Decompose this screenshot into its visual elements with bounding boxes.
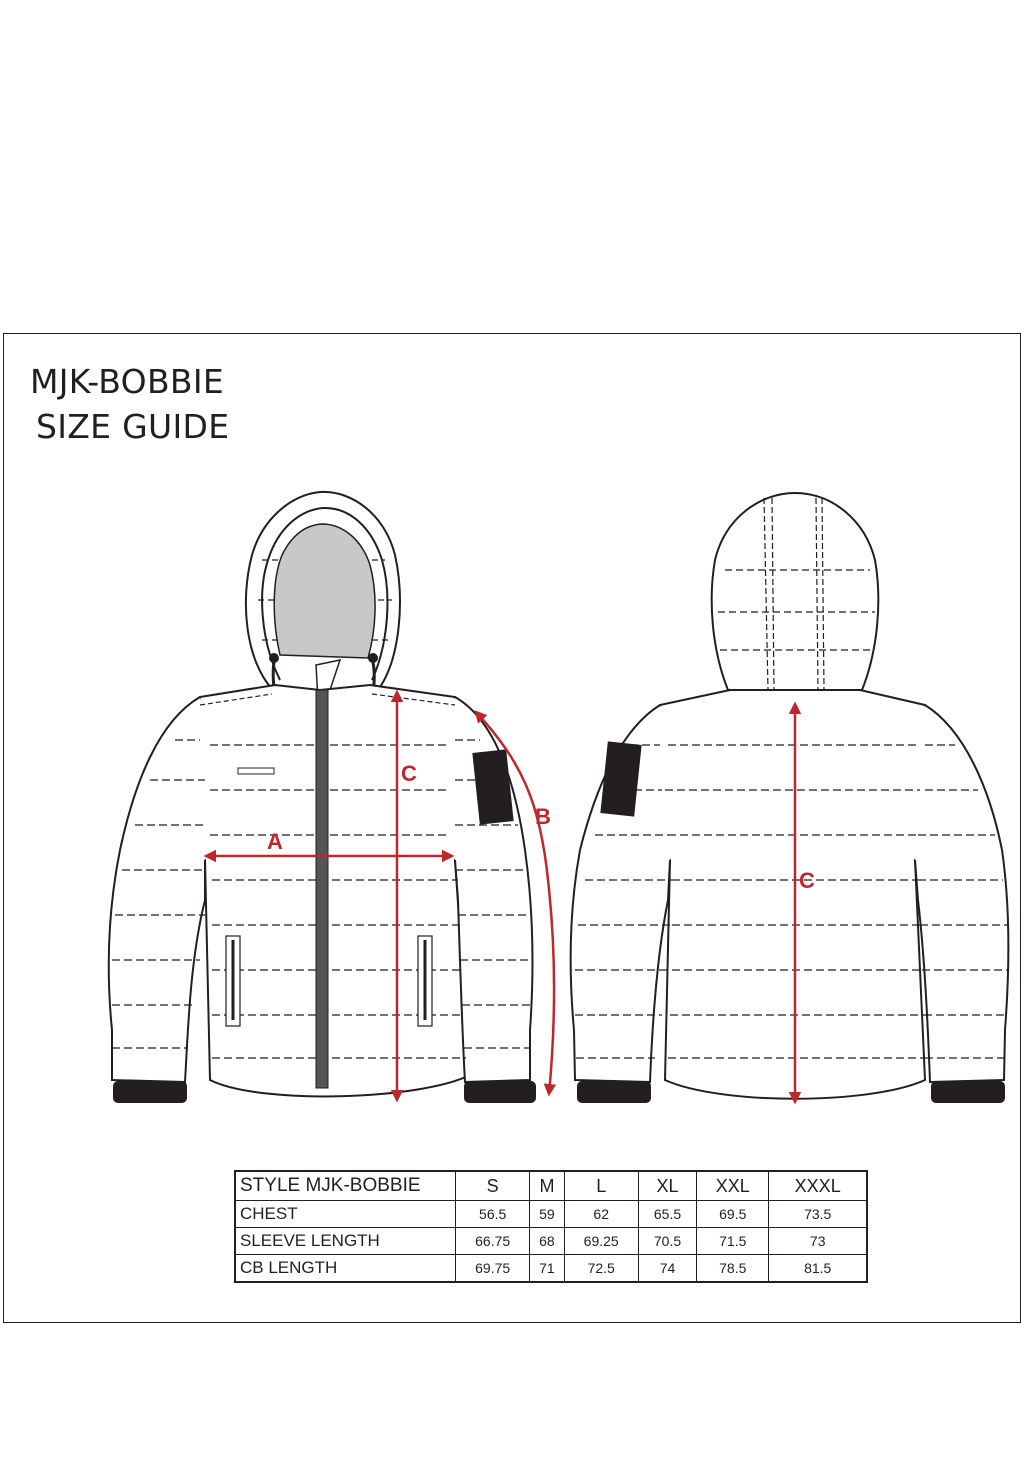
style-title: MJK-BOBBIE xyxy=(30,362,225,401)
table-cell: 74 xyxy=(637,1254,698,1283)
jacket-front-view xyxy=(107,490,536,1103)
size-l-header: L xyxy=(563,1170,639,1201)
table-row: CB LENGTH 69.75 71 72.5 74 78.5 81.5 xyxy=(234,1254,868,1283)
row-label-cb-length: CB LENGTH xyxy=(234,1254,456,1283)
table-row: CHEST 56.5 59 62 65.5 69.5 73.5 xyxy=(234,1200,868,1228)
table-cell: 70.5 xyxy=(637,1227,698,1255)
style-header-cell: STYLE MJK-BOBBIE xyxy=(234,1170,456,1201)
table-cell: 81.5 xyxy=(768,1254,868,1283)
table-cell: 69.25 xyxy=(563,1227,639,1255)
front-measurements xyxy=(203,689,557,1103)
table-cell: 72.5 xyxy=(563,1254,639,1283)
size-xxl-header: XXL xyxy=(696,1170,770,1201)
table-cell: 71.5 xyxy=(696,1227,770,1255)
size-guide-heading: SIZE GUIDE xyxy=(36,407,230,446)
table-cell: 68 xyxy=(529,1227,565,1255)
label-a: A xyxy=(267,829,283,854)
sleeve-arrow-b xyxy=(474,710,557,1097)
jacket-back-view xyxy=(569,491,1010,1103)
table-cell: 73.5 xyxy=(768,1200,868,1228)
size-guide-frame xyxy=(3,333,1021,1323)
size-chart-table: STYLE MJK-BOBBIE S M L XL XXL XXXL CHEST… xyxy=(234,1170,868,1283)
size-xxxl-header: XXXL xyxy=(768,1170,868,1201)
table-cell: 73 xyxy=(768,1227,868,1255)
table-cell: 71 xyxy=(529,1254,565,1283)
size-xl-header: XL xyxy=(637,1170,698,1201)
table-cell: 62 xyxy=(563,1200,639,1228)
size-m-header: M xyxy=(529,1170,565,1201)
table-cell: 66.75 xyxy=(454,1227,531,1255)
table-cell: 78.5 xyxy=(696,1254,770,1283)
table-cell: 65.5 xyxy=(637,1200,698,1228)
row-label-chest: CHEST xyxy=(234,1200,456,1228)
size-header-row: STYLE MJK-BOBBIE S M L XL XXL XXXL xyxy=(234,1170,868,1201)
table-cell: 56.5 xyxy=(454,1200,531,1228)
row-label-sleeve-length: SLEEVE LENGTH xyxy=(234,1227,456,1255)
table-cell: 59 xyxy=(529,1200,565,1228)
size-s-header: S xyxy=(454,1170,531,1201)
table-row: SLEEVE LENGTH 66.75 68 69.25 70.5 71.5 7… xyxy=(234,1227,868,1255)
label-c-front: C xyxy=(401,761,417,786)
label-c-back: C xyxy=(799,868,815,893)
label-b: B xyxy=(535,804,551,829)
table-cell: 69.5 xyxy=(696,1200,770,1228)
table-cell: 69.75 xyxy=(454,1254,531,1283)
